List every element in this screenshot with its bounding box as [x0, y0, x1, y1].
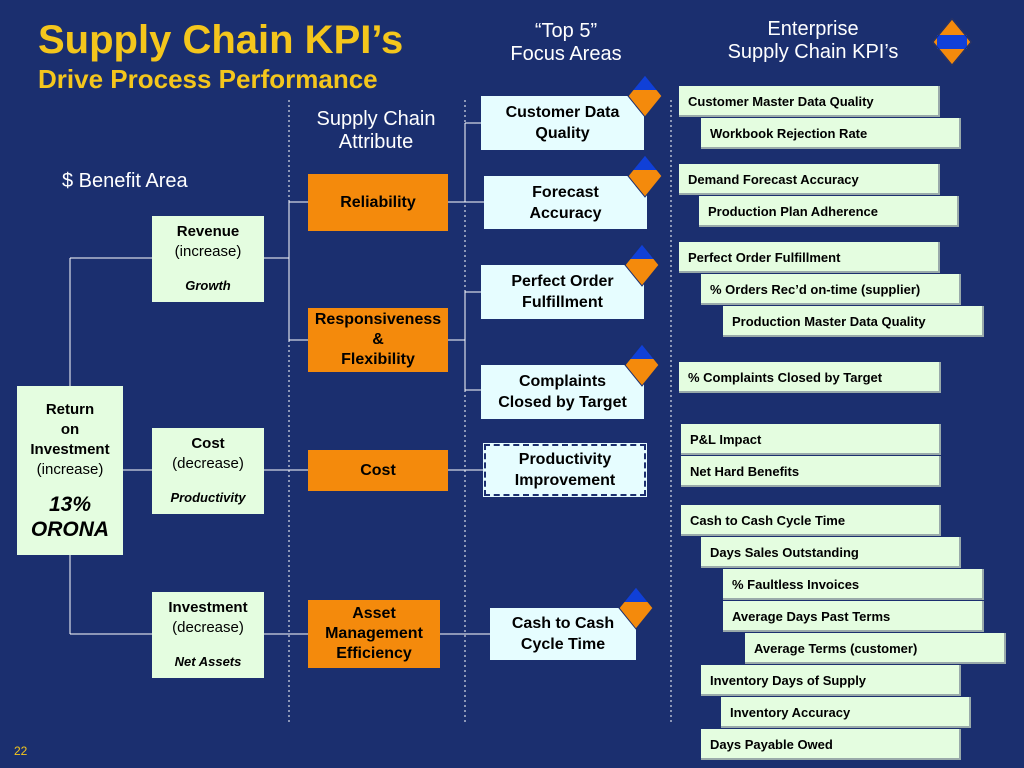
kpi-item: Average Terms (customer) [745, 633, 1006, 664]
focus-forecast-accuracy: Forecast Accuracy [484, 176, 647, 229]
attribute-reliability: Reliability [308, 174, 448, 231]
focus-customer-data-quality: Customer Data Quality [481, 96, 644, 150]
kpi-item: Perfect Order Fulfillment [679, 242, 940, 273]
attribute-cost: Cost [308, 450, 448, 491]
kpi-item: Demand Forecast Accuracy [679, 164, 940, 195]
kpi-item: Production Plan Adherence [699, 196, 959, 227]
roi-box: Return on Investment (increase) 13% ORON… [17, 386, 123, 555]
kpi-item: % Faultless Invoices [723, 569, 984, 600]
benefit-investment: Investment (decrease) Net Assets [152, 592, 264, 678]
kpi-item: Days Payable Owed [701, 729, 961, 760]
diamond-icon [932, 18, 972, 66]
kpi-item: Days Sales Outstanding [701, 537, 961, 568]
kpi-item: Inventory Days of Supply [701, 665, 961, 696]
kpi-item: Net Hard Benefits [681, 456, 941, 487]
benefit-revenue: Revenue (increase) Growth [152, 216, 264, 302]
attribute-asset-management: Asset Management Efficiency [308, 600, 440, 668]
focus-cash-to-cash: Cash to Cash Cycle Time [490, 608, 636, 660]
diamond-icon [624, 243, 660, 287]
benefit-header: $ Benefit Area [62, 170, 188, 192]
top5-header: “Top 5” Focus Areas [510, 20, 622, 65]
kpi-item: Workbook Rejection Rate [701, 118, 961, 149]
kpi-item: Inventory Accuracy [721, 697, 971, 728]
kpi-item: Production Master Data Quality [723, 306, 984, 337]
attribute-header: Supply Chain Attribute [316, 108, 436, 153]
kpi-item: % Complaints Closed by Target [679, 362, 941, 393]
slide-title: Supply Chain KPI’s [38, 18, 404, 62]
slide-number: 22 [14, 744, 28, 758]
kpi-item: Average Days Past Terms [723, 601, 984, 632]
diamond-icon [627, 74, 663, 118]
focus-productivity: Productivity Improvement [483, 443, 647, 497]
benefit-cost: Cost (decrease) Productivity [152, 428, 264, 514]
diamond-icon [627, 154, 663, 198]
kpi-item: Customer Master Data Quality [679, 86, 940, 117]
enterprise-header: Enterprise Supply Chain KPI’s [727, 18, 899, 63]
kpi-item: Cash to Cash Cycle Time [681, 505, 941, 536]
focus-perfect-order: Perfect Order Fulfillment [481, 265, 644, 319]
kpi-item: % Orders Rec’d on-time (supplier) [701, 274, 961, 305]
slide-subtitle: Drive Process Performance [38, 64, 378, 94]
diamond-icon [624, 343, 660, 387]
attribute-responsiveness: Responsiveness & Flexibility [308, 308, 448, 372]
focus-complaints: Complaints Closed by Target [481, 365, 644, 419]
kpi-item: P&L Impact [681, 424, 941, 455]
diamond-icon [618, 586, 654, 630]
